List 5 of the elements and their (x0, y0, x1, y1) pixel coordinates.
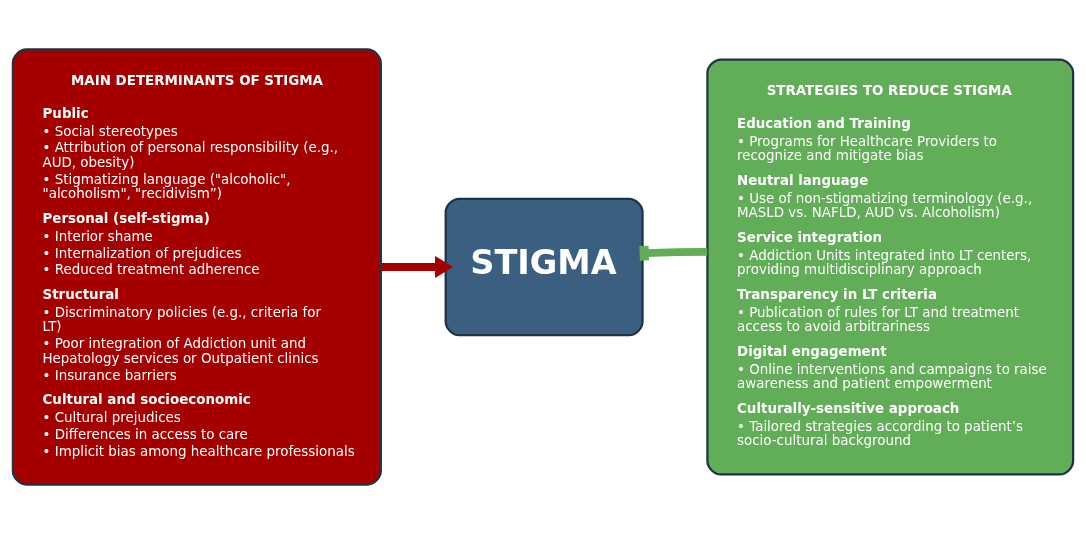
node-box: STRATEGIES TO REDUCE STIGMA Education and Training • Programs for Healthcare Providers to recognize and mitigate bias Neutral language • Use of non-stigmatizing terminology (e.g., MASLD vs. NAFLD, AUD vs. Alcoholism) Service integration • Addiction Units integrated into LT centers, providing multidisciplinary approach Transparency in LT criteria • Publication of rules for LT and treatment access to avoid arbitrariness Digital engagement • Online interventions and campaigns to raise awareness and patient empowerment Culturally-sensitive approach • Tailored strategies according to patient’s socio-cultural background (706, 58, 1075, 476)
arrow (381, 255, 454, 279)
node-box: STIGMA (444, 197, 644, 337)
node-box: MAIN DETERMINANTS OF STIGMA Public • Social stereotypes • Attribution of personal responsibility (e.g., AUD, obesity) • Stigmatizing language ("alcoholic", "alcoholism", "recidivism”) Personal (self-stigma) • Interior shame • Internalization of prejudices • Reduced treatment adherence Structural • Discriminatory policies (e.g., criteria for LT) • Poor integration of Addiction unit and Hepatology services or Outpatient clinics • Insurance barriers Cultural and socioeconomic • Cultural prejudices • Differences in access to care • Implicit bias among healthcare professionals (11, 48, 382, 486)
connector (639, 245, 708, 261)
